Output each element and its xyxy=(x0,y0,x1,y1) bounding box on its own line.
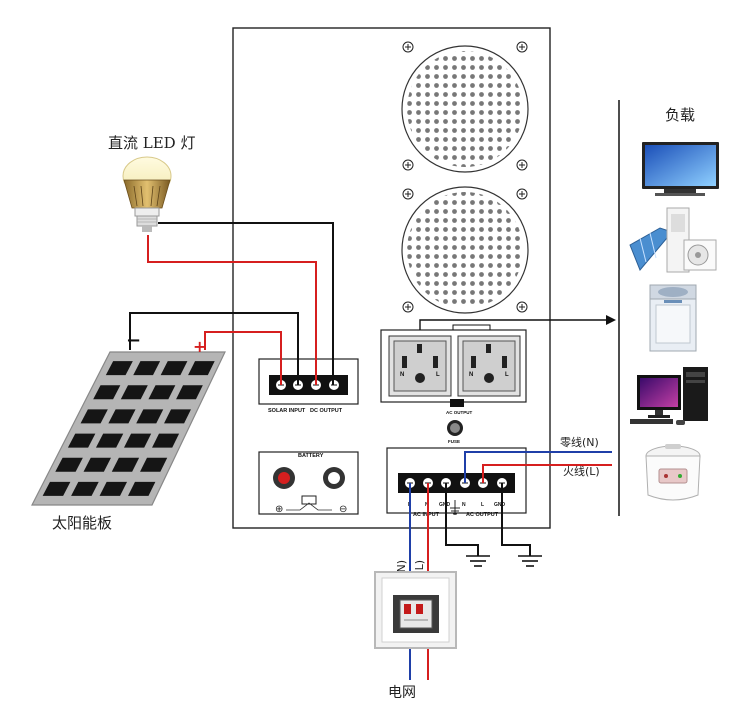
solar-cell xyxy=(152,433,180,448)
solar-cell xyxy=(80,409,108,424)
solar-cell xyxy=(148,385,176,400)
terminal-label: N xyxy=(462,502,466,508)
terminal-label: GND xyxy=(494,502,506,508)
solar-cell xyxy=(176,385,203,400)
socket-l-label: L xyxy=(436,372,440,378)
socket-n-label: N xyxy=(469,372,473,378)
live-wire-label: 火线(L) xyxy=(563,464,600,478)
socket-n-label: N xyxy=(400,372,404,378)
battery-negative-symbol: ⊖ xyxy=(339,504,347,515)
solar-plus-label: + xyxy=(193,337,206,356)
washing-machine-icon xyxy=(649,284,697,352)
solar-cell xyxy=(136,409,164,424)
loads-label: 负载 xyxy=(665,106,695,124)
cooling-fan-top xyxy=(401,41,529,173)
solar-panel xyxy=(31,351,226,506)
battery-icon xyxy=(301,495,317,505)
solar-panel-label: 太阳能板 xyxy=(52,514,112,532)
socket-ac-output-label: AC OUTPUT xyxy=(446,410,472,415)
earth-ground-icon xyxy=(518,555,542,567)
solar-cell xyxy=(160,361,188,376)
grid-label: 电网 xyxy=(388,685,416,701)
solar-cell xyxy=(128,481,156,496)
terminal-label: L xyxy=(481,502,484,508)
led-lamp-label: 直流 LED 灯 xyxy=(108,134,195,152)
solar-cell xyxy=(108,409,136,424)
battery-positive-symbol: ⊕ xyxy=(275,504,283,515)
cooling-fan-bottom xyxy=(401,186,529,314)
solar-cell xyxy=(105,361,133,376)
solar-cell xyxy=(83,457,111,472)
solar-cell xyxy=(67,433,96,448)
ac-socket-left: N L xyxy=(388,335,452,397)
solar-cell xyxy=(99,481,128,496)
solar-cell xyxy=(95,433,124,448)
earth-ground-icon xyxy=(466,555,490,567)
neutral-wire-label: 零线(N) xyxy=(560,435,599,449)
socket-ground-symbol xyxy=(450,399,464,407)
solar-cell xyxy=(42,481,71,496)
tv-icon xyxy=(642,142,719,196)
ac-output-label: AC OUTPUT xyxy=(466,512,499,518)
solar-cell xyxy=(71,481,99,496)
solar-cell xyxy=(120,385,148,400)
solar-minus-label: − xyxy=(126,330,141,351)
battery-label: BATTERY xyxy=(298,453,324,459)
solar-cell xyxy=(164,409,191,424)
solar-cell xyxy=(93,385,121,400)
fuse-label: FUSE xyxy=(448,439,460,444)
ac-terminal-block: L N GND N L GND AC INPUT AC OUTPUT xyxy=(386,447,527,518)
solar-cell xyxy=(133,361,161,376)
solar-cell xyxy=(55,457,83,472)
ground-symbol-icon xyxy=(450,500,460,515)
solar-cell xyxy=(123,433,152,448)
solar-cell xyxy=(188,361,215,376)
ac-input-label: AC INPUT xyxy=(413,512,440,518)
solar-cell xyxy=(111,457,140,472)
dc-output-label: DC OUTPUT xyxy=(310,408,343,414)
rice-cooker-icon xyxy=(645,444,701,501)
circuit-breaker-box xyxy=(374,571,457,649)
fuse-holder: FUSE xyxy=(447,420,463,444)
battery-terminals: BATTERY ⊕ ⊖ xyxy=(258,451,359,515)
terminal-label: GND xyxy=(439,502,451,508)
led-bulb-icon xyxy=(122,156,172,232)
screw-icon xyxy=(402,41,528,171)
screw-icon xyxy=(402,188,528,313)
solar-input-label: SOLAR INPUT xyxy=(268,408,306,414)
arrow-icon xyxy=(606,315,616,325)
air-conditioner-icon xyxy=(629,207,717,273)
solar-cell xyxy=(140,457,168,472)
socket-l-label: L xyxy=(505,372,509,378)
desktop-computer-icon xyxy=(630,367,708,425)
ac-socket-right: N L xyxy=(457,335,521,397)
ac-socket-panel: N L N L AC OUTPUT FUSE xyxy=(380,329,527,444)
